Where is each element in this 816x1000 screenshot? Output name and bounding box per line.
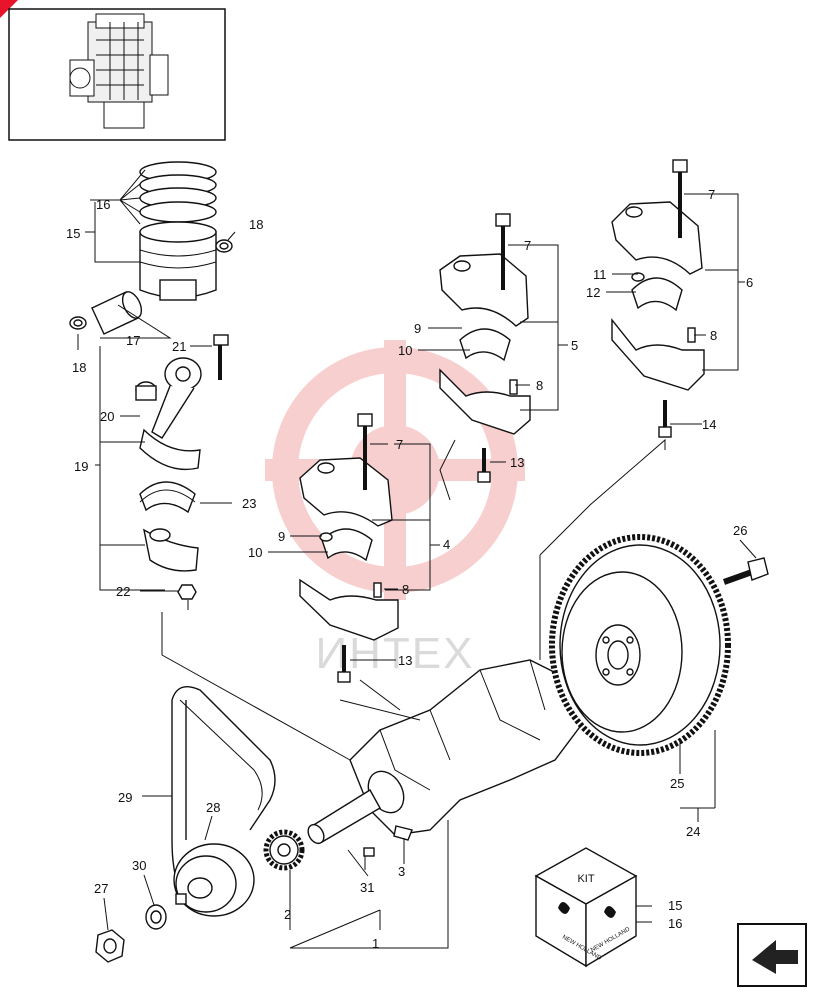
callout-12[interactable]: 12 — [586, 285, 600, 300]
callout-15[interactable]: 15 — [66, 226, 80, 241]
callout-3[interactable]: 3 — [398, 864, 405, 879]
callout-4[interactable]: 4 — [443, 537, 450, 552]
callout-8[interactable]: 8 — [402, 582, 409, 597]
callout-26[interactable]: 26 — [733, 523, 747, 538]
callout-13[interactable]: 13 — [510, 455, 524, 470]
bearing-saddle-8-mid[interactable] — [299, 578, 399, 641]
piston-rings[interactable] — [139, 161, 217, 223]
bolt-14[interactable] — [658, 400, 672, 438]
callout-13[interactable]: 13 — [398, 653, 412, 668]
kit-ref-16: 16 — [668, 916, 682, 931]
rod-nut[interactable] — [177, 584, 197, 600]
circlip-18-right[interactable] — [215, 239, 233, 253]
kit-ref-15: 15 — [668, 898, 682, 913]
callout-2[interactable]: 2 — [284, 907, 291, 922]
callout-10[interactable]: 10 — [398, 343, 412, 358]
pulley-nut[interactable] — [95, 929, 125, 963]
callout-6[interactable]: 6 — [746, 275, 753, 290]
bearing-saddle-8-right[interactable] — [611, 318, 705, 391]
main-bearing-cap-6[interactable] — [611, 201, 703, 275]
callout-9[interactable]: 9 — [278, 529, 285, 544]
bearing-shell-11-12[interactable] — [631, 272, 683, 312]
callout-7[interactable]: 7 — [396, 437, 403, 452]
callout-7[interactable]: 7 — [708, 187, 715, 202]
callout-5[interactable]: 5 — [571, 338, 578, 353]
crankshaft-pulley[interactable] — [173, 843, 255, 917]
callout-22[interactable]: 22 — [116, 584, 130, 599]
bolt-7-mid[interactable] — [357, 413, 373, 490]
callout-19[interactable]: 19 — [74, 459, 88, 474]
bearing-shell-9-10-upper[interactable] — [459, 328, 511, 362]
bearing-shell-9-10-mid[interactable] — [319, 528, 373, 562]
engine-thumbnail[interactable] — [8, 8, 226, 141]
kit-cube[interactable]: KIT NEW HOLLAND NEW HOLLAND 15 16 — [534, 847, 682, 968]
callout-30[interactable]: 30 — [132, 858, 146, 873]
callout-18[interactable]: 18 — [249, 217, 263, 232]
callout-8[interactable]: 8 — [536, 378, 543, 393]
callout-24[interactable]: 24 — [686, 824, 700, 839]
flywheel[interactable] — [549, 534, 731, 756]
rod-bolt[interactable] — [213, 334, 229, 380]
bolt-7-upper[interactable] — [495, 213, 511, 290]
callout-8[interactable]: 8 — [710, 328, 717, 343]
kit-label: KIT — [577, 873, 594, 885]
rod-cap[interactable] — [143, 528, 199, 572]
callout-20[interactable]: 20 — [100, 409, 114, 424]
callout-9[interactable]: 9 — [414, 321, 421, 336]
callout-11[interactable]: 11 — [593, 267, 607, 282]
washer-30[interactable] — [145, 904, 167, 930]
callout-14[interactable]: 14 — [702, 417, 716, 432]
woodruff-key[interactable] — [363, 847, 375, 857]
callout-10[interactable]: 10 — [248, 545, 262, 560]
navigation-arrow-button[interactable] — [737, 923, 807, 987]
watermark-logo: ИНТЕХ — [265, 340, 525, 678]
main-bearing-cap-4[interactable] — [299, 457, 393, 527]
callout-labels: 16 15 18 18 17 21 20 19 23 22 7 9 10 4 8… — [66, 187, 753, 951]
callout-21[interactable]: 21 — [172, 339, 186, 354]
piston-pin[interactable] — [91, 289, 145, 335]
piston[interactable] — [139, 221, 217, 301]
small-end-bushing[interactable] — [135, 381, 157, 401]
rod-bearing-shells[interactable] — [139, 481, 196, 514]
callout-28[interactable]: 28 — [206, 800, 220, 815]
bearing-saddle-8-upper[interactable] — [439, 368, 531, 435]
callout-17[interactable]: 17 — [126, 333, 140, 348]
callout-1[interactable]: 1 — [372, 936, 379, 951]
arrow-down-left-icon — [752, 940, 798, 974]
callout-16[interactable]: 16 — [96, 197, 110, 212]
callout-31[interactable]: 31 — [360, 880, 374, 895]
crankshaft-gear[interactable] — [263, 829, 305, 871]
crankshaft[interactable] — [305, 659, 586, 846]
circlip-18-left[interactable] — [69, 316, 87, 330]
callout-27[interactable]: 27 — [94, 881, 108, 896]
leader-lines — [77, 169, 757, 949]
bolt-13-upper[interactable] — [477, 448, 491, 483]
bolt-7-right[interactable] — [672, 159, 688, 238]
connecting-rod[interactable] — [139, 357, 202, 471]
callout-29[interactable]: 29 — [118, 790, 132, 805]
drive-belt[interactable] — [171, 686, 276, 911]
callout-23[interactable]: 23 — [242, 496, 256, 511]
watermark-text: ИНТЕХ — [316, 629, 475, 678]
main-bearing-cap-5[interactable] — [439, 253, 529, 327]
callout-7[interactable]: 7 — [524, 238, 531, 253]
engine-icon — [69, 13, 169, 129]
callout-18[interactable]: 18 — [72, 360, 86, 375]
bolt-13-mid[interactable] — [337, 645, 351, 683]
callout-25[interactable]: 25 — [670, 776, 684, 791]
flywheel-bolt[interactable] — [722, 557, 769, 585]
